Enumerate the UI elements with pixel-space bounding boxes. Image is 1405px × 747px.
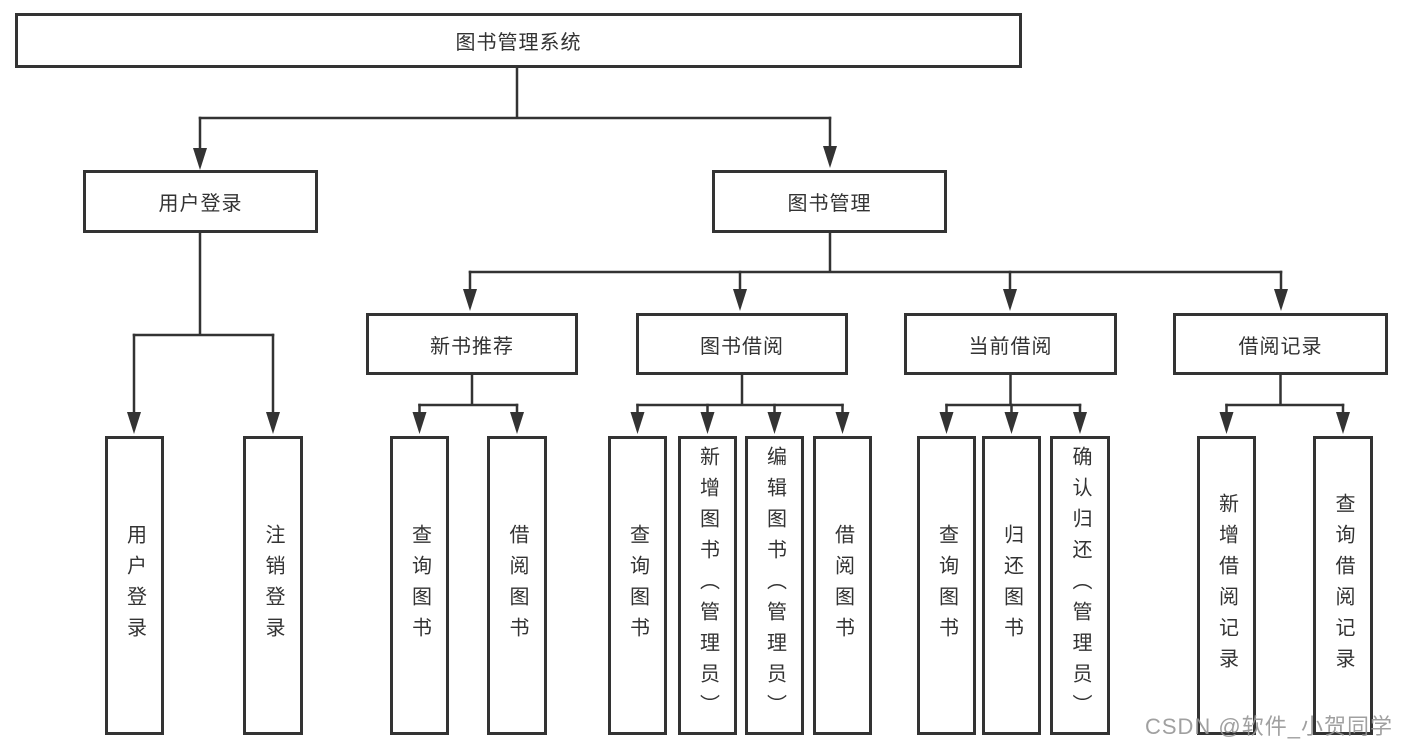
leaf-recommend-query-books: 查询图书: [390, 436, 449, 735]
leaf-user-login-label: 用户登录: [123, 523, 146, 648]
leaf-add-borrow-record-label: 新增借阅记录: [1215, 492, 1238, 679]
leaf-logout-label: 注销登录: [262, 523, 284, 648]
arrowhead-icons: [127, 146, 1350, 434]
node-book-borrow-label: 图书借阅: [700, 335, 784, 358]
node-book-borrow: 图书借阅: [636, 313, 848, 375]
node-user-login: 用户登录: [83, 170, 318, 233]
leaf-recommend-borrow-books: 借阅图书: [487, 436, 547, 735]
node-book-management: 图书管理: [712, 170, 947, 233]
leaf-add-book-admin-label: 新增图书（管理员）: [696, 446, 719, 725]
watermark: CSDN @软件_小贺同学: [1144, 714, 1393, 739]
node-user-login-label: 用户登录: [158, 193, 243, 215]
node-current-borrow-label: 当前借阅: [968, 335, 1053, 358]
node-root-label: 图书管理系统: [455, 32, 582, 54]
leaf-user-login: 用户登录: [105, 436, 164, 735]
leaf-borrow-query-books: 查询图书: [608, 436, 667, 735]
leaf-query-borrow-record: 查询借阅记录: [1313, 436, 1373, 735]
node-root: 图书管理系统: [15, 13, 1022, 68]
leaf-return-book: 归还图书: [982, 436, 1041, 735]
leaf-edit-book-admin-label: 编辑图书（管理员）: [763, 446, 786, 725]
node-new-book-recommend: 新书推荐: [366, 313, 578, 375]
leaf-return-book-label: 归还图书: [1000, 523, 1023, 648]
leaf-confirm-return-admin: 确认归还（管理员）: [1050, 436, 1110, 735]
node-borrow-records: 借阅记录: [1173, 313, 1388, 375]
leaf-add-borrow-record: 新增借阅记录: [1197, 436, 1256, 735]
leaf-confirm-return-admin-label: 确认归还（管理员）: [1069, 446, 1091, 725]
leaf-recommend-borrow-books-label: 借阅图书: [506, 523, 528, 648]
leaf-current-query-books: 查询图书: [917, 436, 976, 735]
leaf-logout: 注销登录: [243, 436, 303, 735]
leaf-edit-book-admin: 编辑图书（管理员）: [745, 436, 804, 735]
leaf-current-query-books-label: 查询图书: [935, 523, 958, 648]
node-new-book-recommend-label: 新书推荐: [430, 335, 514, 358]
node-book-management-label: 图书管理: [787, 193, 872, 215]
node-current-borrow: 当前借阅: [904, 313, 1117, 375]
node-borrow-records-label: 借阅记录: [1238, 335, 1323, 358]
leaf-borrow-query-books-label: 查询图书: [626, 523, 649, 648]
leaf-borrow-book-label: 借阅图书: [831, 523, 854, 648]
leaf-borrow-book: 借阅图书: [813, 436, 872, 735]
leaf-recommend-query-books-label: 查询图书: [408, 523, 431, 648]
leaf-query-borrow-record-label: 查询借阅记录: [1332, 492, 1354, 679]
leaf-add-book-admin: 新增图书（管理员）: [678, 436, 737, 735]
